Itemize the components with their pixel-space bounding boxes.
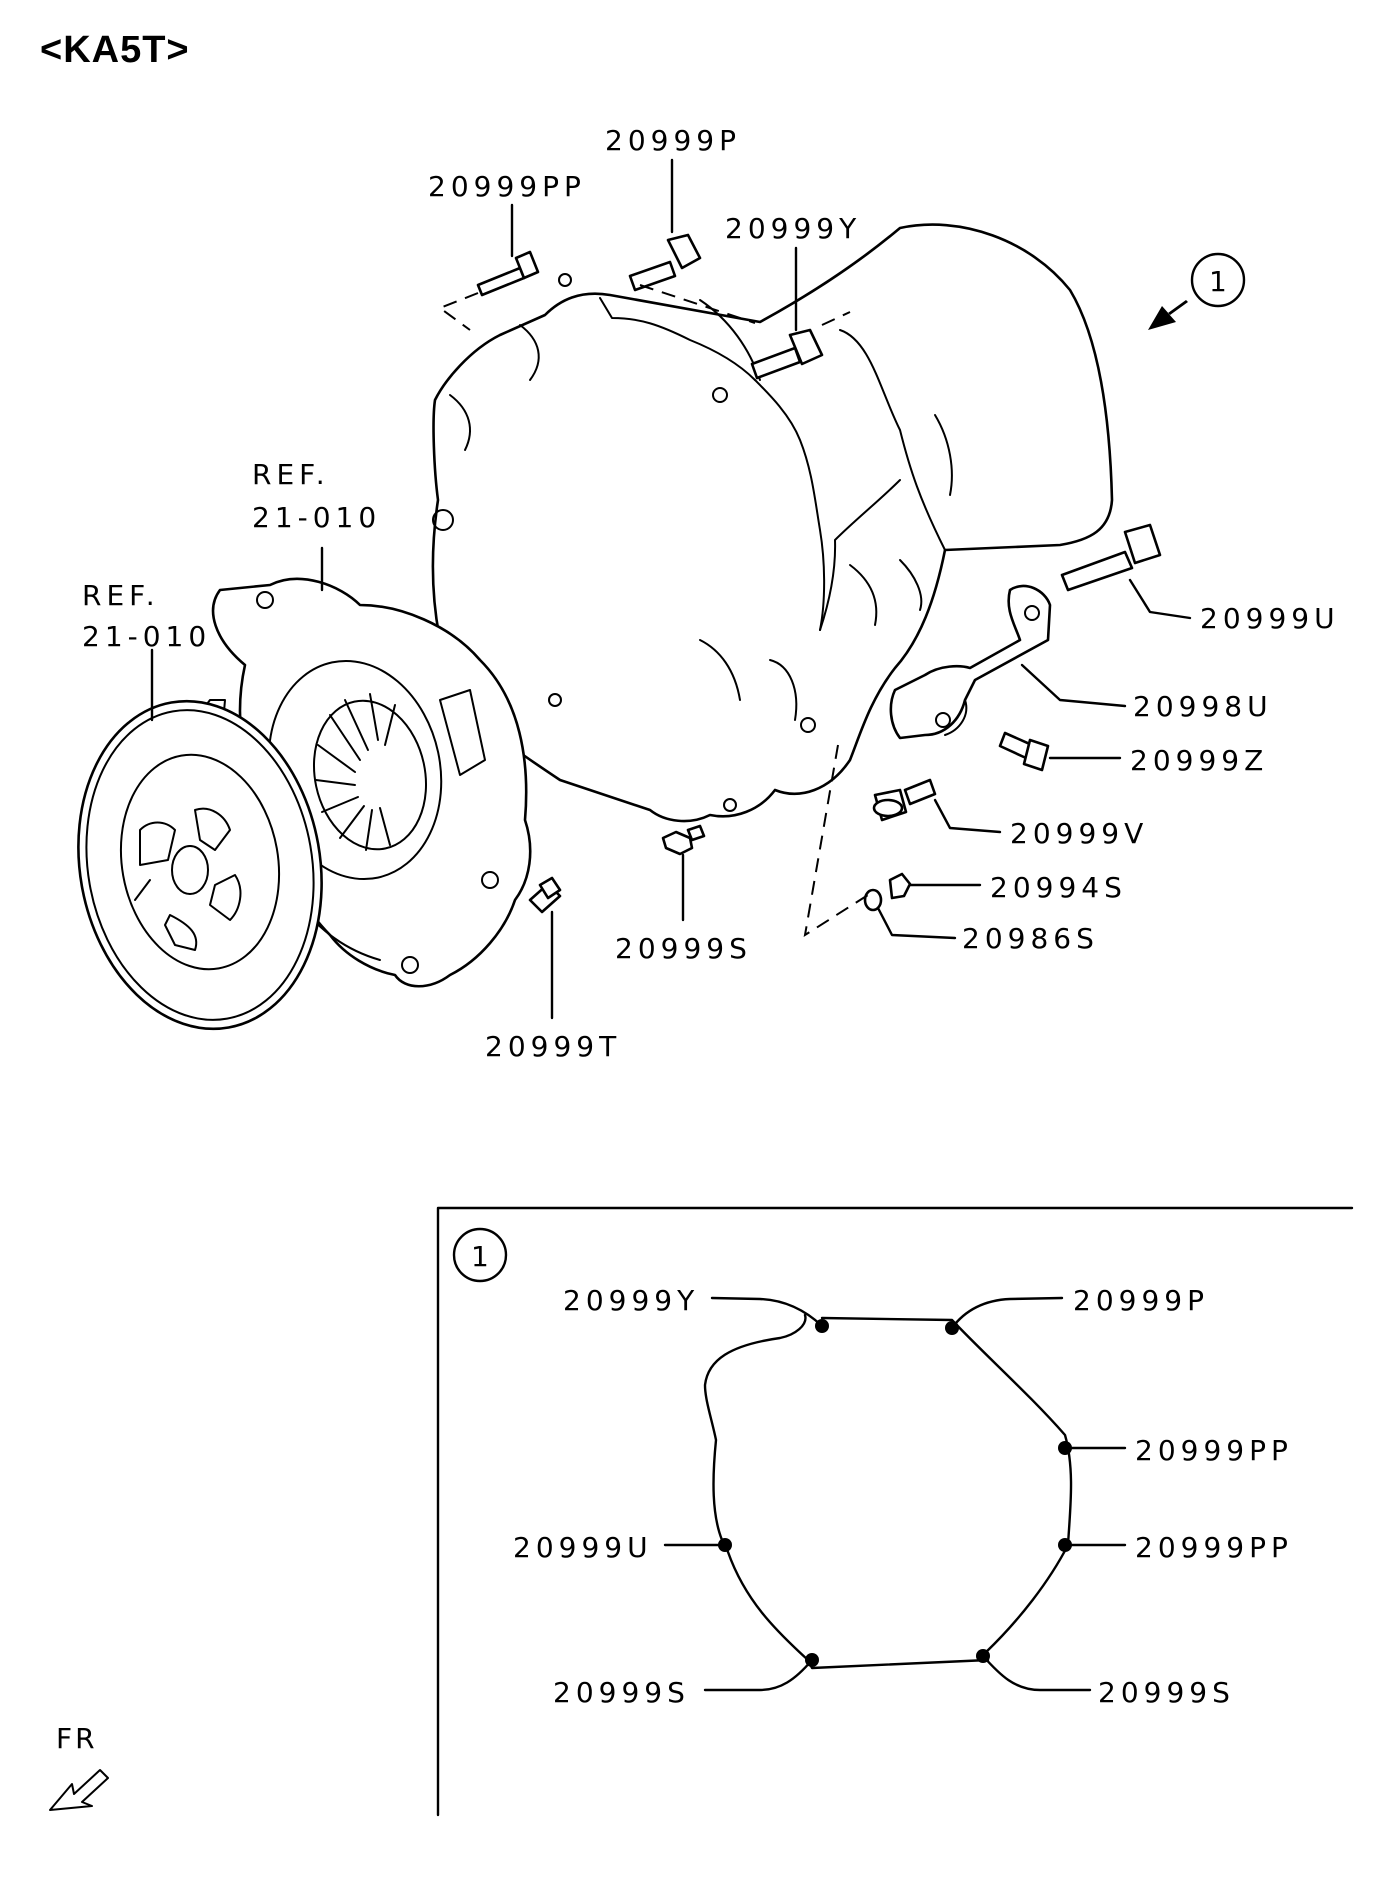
svg-text:20999U: 20999U: [1200, 602, 1340, 635]
label-20999Z: 20999Z: [1048, 744, 1268, 777]
bolt-20999P: [628, 233, 702, 292]
label-20999Y: 20999Y: [725, 212, 861, 332]
inset-callout: 1: [471, 1240, 489, 1273]
inset-panel: 1 20999Y 20999P 20999PP 20999PP 20999U 2…: [436, 1206, 1354, 1817]
inset-label-bottom-right: 20999S: [1098, 1676, 1235, 1709]
inset-label-left: 20999U: [513, 1531, 653, 1564]
label-20986S: 20986S: [876, 906, 1099, 955]
inset-label-top-right: 20999P: [1073, 1284, 1209, 1317]
label-20999PP: 20999PP: [428, 170, 586, 258]
bracket-20998U: [889, 584, 1052, 740]
label-20999U: 20999U: [1128, 578, 1340, 635]
transmission-housing: [431, 223, 1114, 823]
svg-text:20999T: 20999T: [485, 1030, 621, 1063]
svg-text:20999Y: 20999Y: [725, 212, 861, 245]
label-20999T: 20999T: [485, 910, 621, 1063]
washer-20986S: [863, 888, 883, 912]
guide-line-pp: [437, 292, 479, 331]
svg-text:20994S: 20994S: [990, 871, 1127, 904]
label-20998U: 20998U: [1020, 663, 1273, 723]
svg-text:20999S: 20999S: [615, 932, 752, 965]
guide-line-y: [821, 311, 851, 326]
bolt-20999Z: [998, 731, 1050, 772]
svg-text:20998U: 20998U: [1133, 690, 1273, 723]
stud-20999T: [528, 876, 562, 914]
front-arrow-icon: [49, 1769, 109, 1811]
inset-housing-outline: [703, 1313, 1073, 1670]
nut-20994S: [888, 872, 912, 900]
bolt-20999S: [661, 824, 706, 856]
front-label: FR: [56, 1722, 98, 1755]
svg-text:21-010: 21-010: [252, 501, 381, 534]
ref-label-cover: REF. 21-010: [252, 458, 381, 592]
inset-label-right-upper: 20999PP: [1135, 1434, 1293, 1467]
label-20999V: 20999V: [933, 798, 1148, 850]
label-20999S: 20999S: [615, 853, 752, 965]
guide-line-lower: [803, 744, 869, 938]
model-title: <KA5T>: [40, 29, 190, 71]
svg-text:REF.: REF.: [252, 458, 330, 491]
clutch-disc: [77, 699, 323, 1031]
callout-1-marker: 1: [1190, 252, 1246, 308]
label-20994S: 20994S: [908, 871, 1127, 904]
bolt-20999U: [1060, 523, 1162, 592]
front-orientation-indicator: FR: [49, 1722, 109, 1811]
svg-text:1: 1: [1209, 265, 1227, 298]
svg-text:20999Z: 20999Z: [1130, 744, 1268, 777]
inset-label-right-lower: 20999PP: [1135, 1531, 1293, 1564]
svg-text:20986S: 20986S: [962, 922, 1099, 955]
label-20999P: 20999P: [605, 124, 741, 234]
inset-label-top-left: 20999Y: [563, 1284, 699, 1317]
guide-line-p: [639, 284, 756, 324]
svg-text:20999V: 20999V: [1010, 817, 1148, 850]
view-arrow-icon: [1148, 300, 1188, 330]
bolt-20999V: [872, 778, 937, 822]
inset-label-bottom-left: 20999S: [553, 1676, 690, 1709]
ref-label-disc: REF. 21-010: [82, 579, 211, 722]
svg-text:REF.: REF.: [82, 579, 160, 612]
svg-text:21-010: 21-010: [82, 620, 211, 653]
svg-text:20999P: 20999P: [605, 124, 741, 157]
bolt-20999PP: [476, 250, 540, 297]
svg-text:20999PP: 20999PP: [428, 170, 586, 203]
bolt-20999Y: [750, 328, 824, 380]
